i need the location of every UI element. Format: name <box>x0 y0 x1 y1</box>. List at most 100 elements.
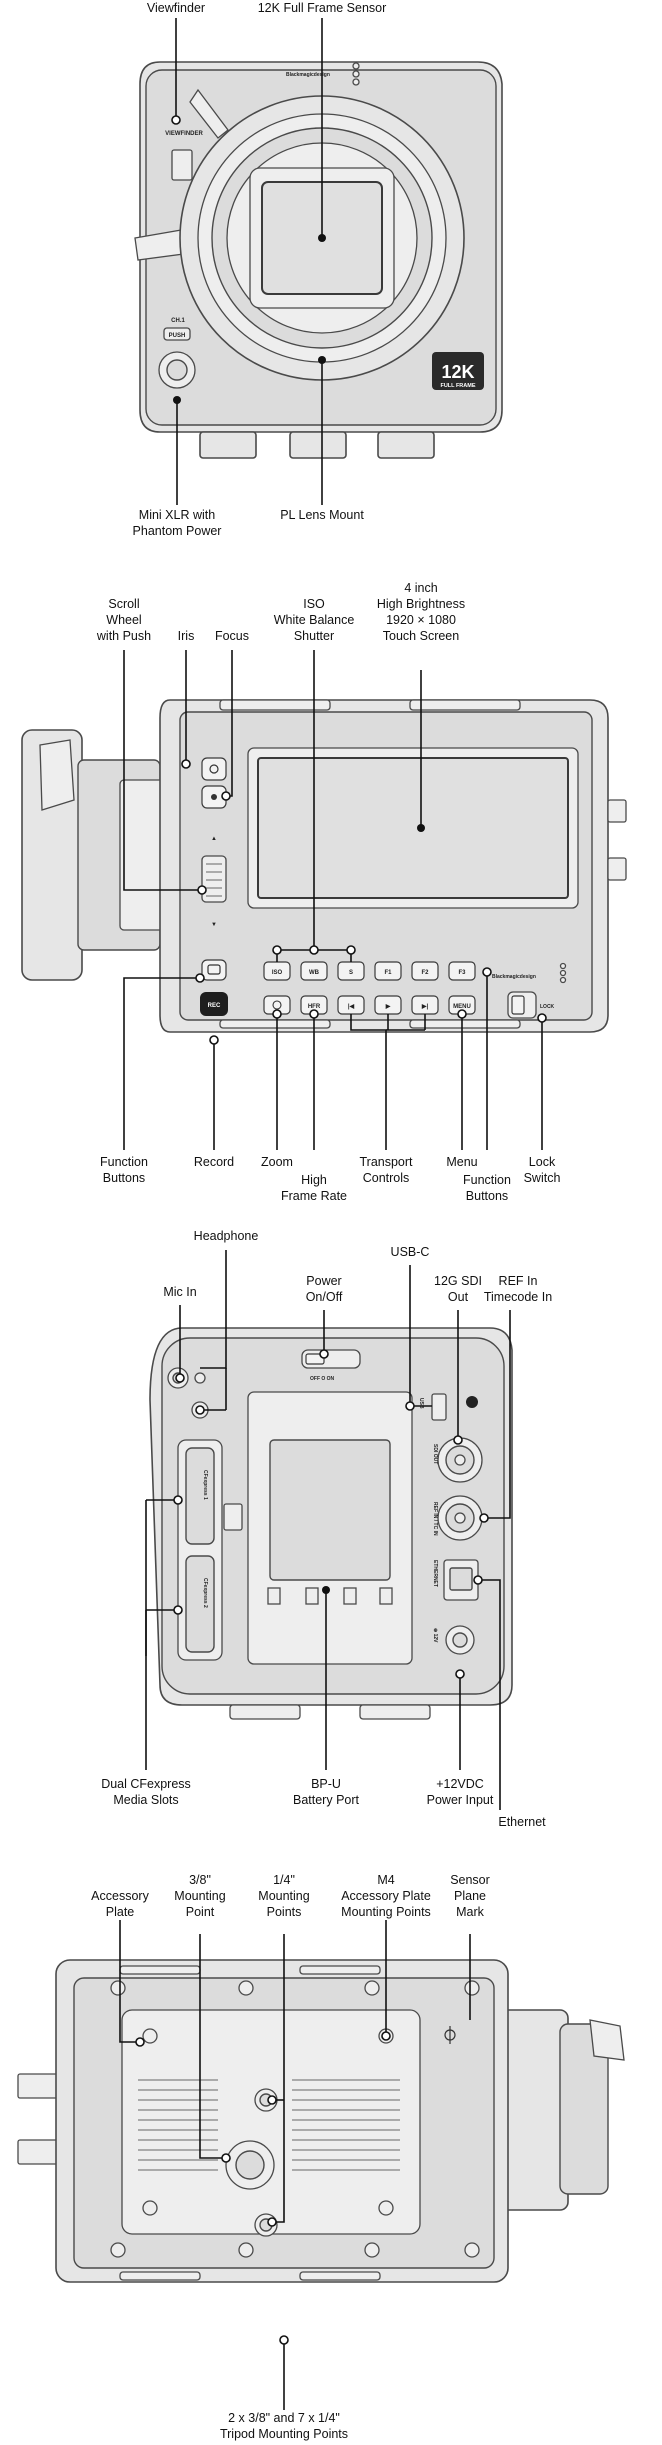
label-line: PL Lens Mount <box>280 508 364 522</box>
badge-full-frame-text: FULL FRAME <box>440 383 475 389</box>
label-line: Focus <box>215 629 249 643</box>
label-line: Plate <box>106 1905 135 1919</box>
label-line: Points <box>267 1905 302 1919</box>
rec-button <box>200 992 228 1016</box>
label-sensor: 12K Full Frame Sensor <box>258 1 387 15</box>
label-line: Tripod Mounting Points <box>220 2427 348 2441</box>
label-zoom: Zoom <box>261 1155 293 1169</box>
label-record: Record <box>194 1155 234 1169</box>
label-line: M4 <box>377 1873 394 1887</box>
label-line: On/Off <box>306 1290 343 1304</box>
label-line: Record <box>194 1155 234 1169</box>
label-line: +12VDC <box>436 1777 484 1791</box>
label-line: Accessory <box>91 1889 149 1903</box>
label-line: 1/4" <box>273 1873 295 1887</box>
label-line: Timecode In <box>484 1290 552 1304</box>
cf2-text: CFexpress 2 <box>202 1578 208 1608</box>
label-line: BP-U <box>311 1777 341 1791</box>
label-line: Function <box>100 1155 148 1169</box>
btn-f3: F3 <box>458 970 466 976</box>
sdi-out-text: SDI OUT <box>432 1444 438 1464</box>
label-line: Lock <box>529 1155 556 1169</box>
label-line: Plane <box>454 1889 486 1903</box>
label-mic-in: Mic In <box>163 1285 196 1299</box>
btn-play: ▶ <box>385 1003 391 1010</box>
label-line: Battery Port <box>293 1793 360 1807</box>
badge-12k-text: 12K <box>441 362 474 382</box>
label-line: Switch <box>524 1171 561 1185</box>
label-line: with Push <box>96 629 151 643</box>
label-line: Frame Rate <box>281 1189 347 1203</box>
label-line: Sensor <box>450 1873 490 1887</box>
v12-text: ⊕ 12V <box>432 1628 438 1643</box>
label-line: Controls <box>363 1171 410 1185</box>
label-line: Mic In <box>163 1285 196 1299</box>
btn-f1: F1 <box>384 970 392 976</box>
label-line: High Brightness <box>377 597 465 611</box>
label-line: 12G SDI <box>434 1274 482 1288</box>
label-line: USB-C <box>391 1245 430 1259</box>
touch-screen <box>257 757 569 899</box>
ethernet-text: ETHERNET <box>432 1560 438 1587</box>
label-ethernet: Ethernet <box>498 1815 546 1829</box>
label-line: Phantom Power <box>133 524 222 538</box>
label-line: Accessory Plate <box>341 1889 431 1903</box>
front-view-diagram: Blackmagicdesign VIEWFINDER CH.1 PUSH 12… <box>133 1 503 538</box>
label-line: 12K Full Frame Sensor <box>258 1 387 15</box>
btn-wb: WB <box>309 970 320 976</box>
12k-badge <box>432 352 484 390</box>
label-line: Point <box>186 1905 215 1919</box>
label-headphone: Headphone <box>194 1229 259 1243</box>
btn-next: ▶| <box>421 1003 429 1010</box>
label-line: Scroll <box>108 597 139 611</box>
label-line: Media Slots <box>113 1793 178 1807</box>
viewfinder-tag: VIEWFINDER <box>165 131 203 137</box>
label-line: Power Input <box>427 1793 494 1807</box>
label-viewfinder: Viewfinder <box>147 1 205 15</box>
label-line: Ethernet <box>498 1815 546 1829</box>
label-line: Out <box>448 1290 469 1304</box>
usb-text: USB <box>418 1398 424 1409</box>
label-line: Menu <box>446 1155 477 1169</box>
plate-grille <box>138 2079 400 2171</box>
label-iris: Iris <box>178 629 195 643</box>
label-line: Iris <box>178 629 195 643</box>
btn-iso: ISO <box>272 970 283 976</box>
label-line: White Balance <box>274 613 355 627</box>
btn-hfr: HFR <box>308 1004 321 1010</box>
label-line: Shutter <box>294 629 334 643</box>
label-sdi: 12G SDI Out <box>434 1274 482 1304</box>
label-line: Transport <box>359 1155 413 1169</box>
label-line: Viewfinder <box>147 1 205 15</box>
label-dc: +12VDC Power Input <box>427 1777 494 1807</box>
label-line: Headphone <box>194 1229 259 1243</box>
ref-in-text: REF IN / TC IN <box>432 1502 438 1536</box>
front-brand: Blackmagicdesign <box>286 72 330 78</box>
label-line: Dual CFexpress <box>101 1777 191 1791</box>
label-line: Mounting <box>174 1889 225 1903</box>
btn-menu: MENU <box>453 1004 471 1010</box>
label-line: Mounting Points <box>341 1905 431 1919</box>
label-pl-mount: PL Lens Mount <box>280 508 364 522</box>
rec-text: REC <box>208 1003 221 1009</box>
button-row-1: ISO WB S F1 F2 F3 <box>263 961 476 981</box>
label-line: Mark <box>456 1905 485 1919</box>
label-line: 4 inch <box>404 581 437 595</box>
wheel-down: ▼ <box>211 922 217 928</box>
label-line: Mini XLR with <box>139 508 215 522</box>
rear-view-diagram: OFF O ON CFexpress 1 CFexpress 2 USB SDI… <box>101 1229 552 1829</box>
